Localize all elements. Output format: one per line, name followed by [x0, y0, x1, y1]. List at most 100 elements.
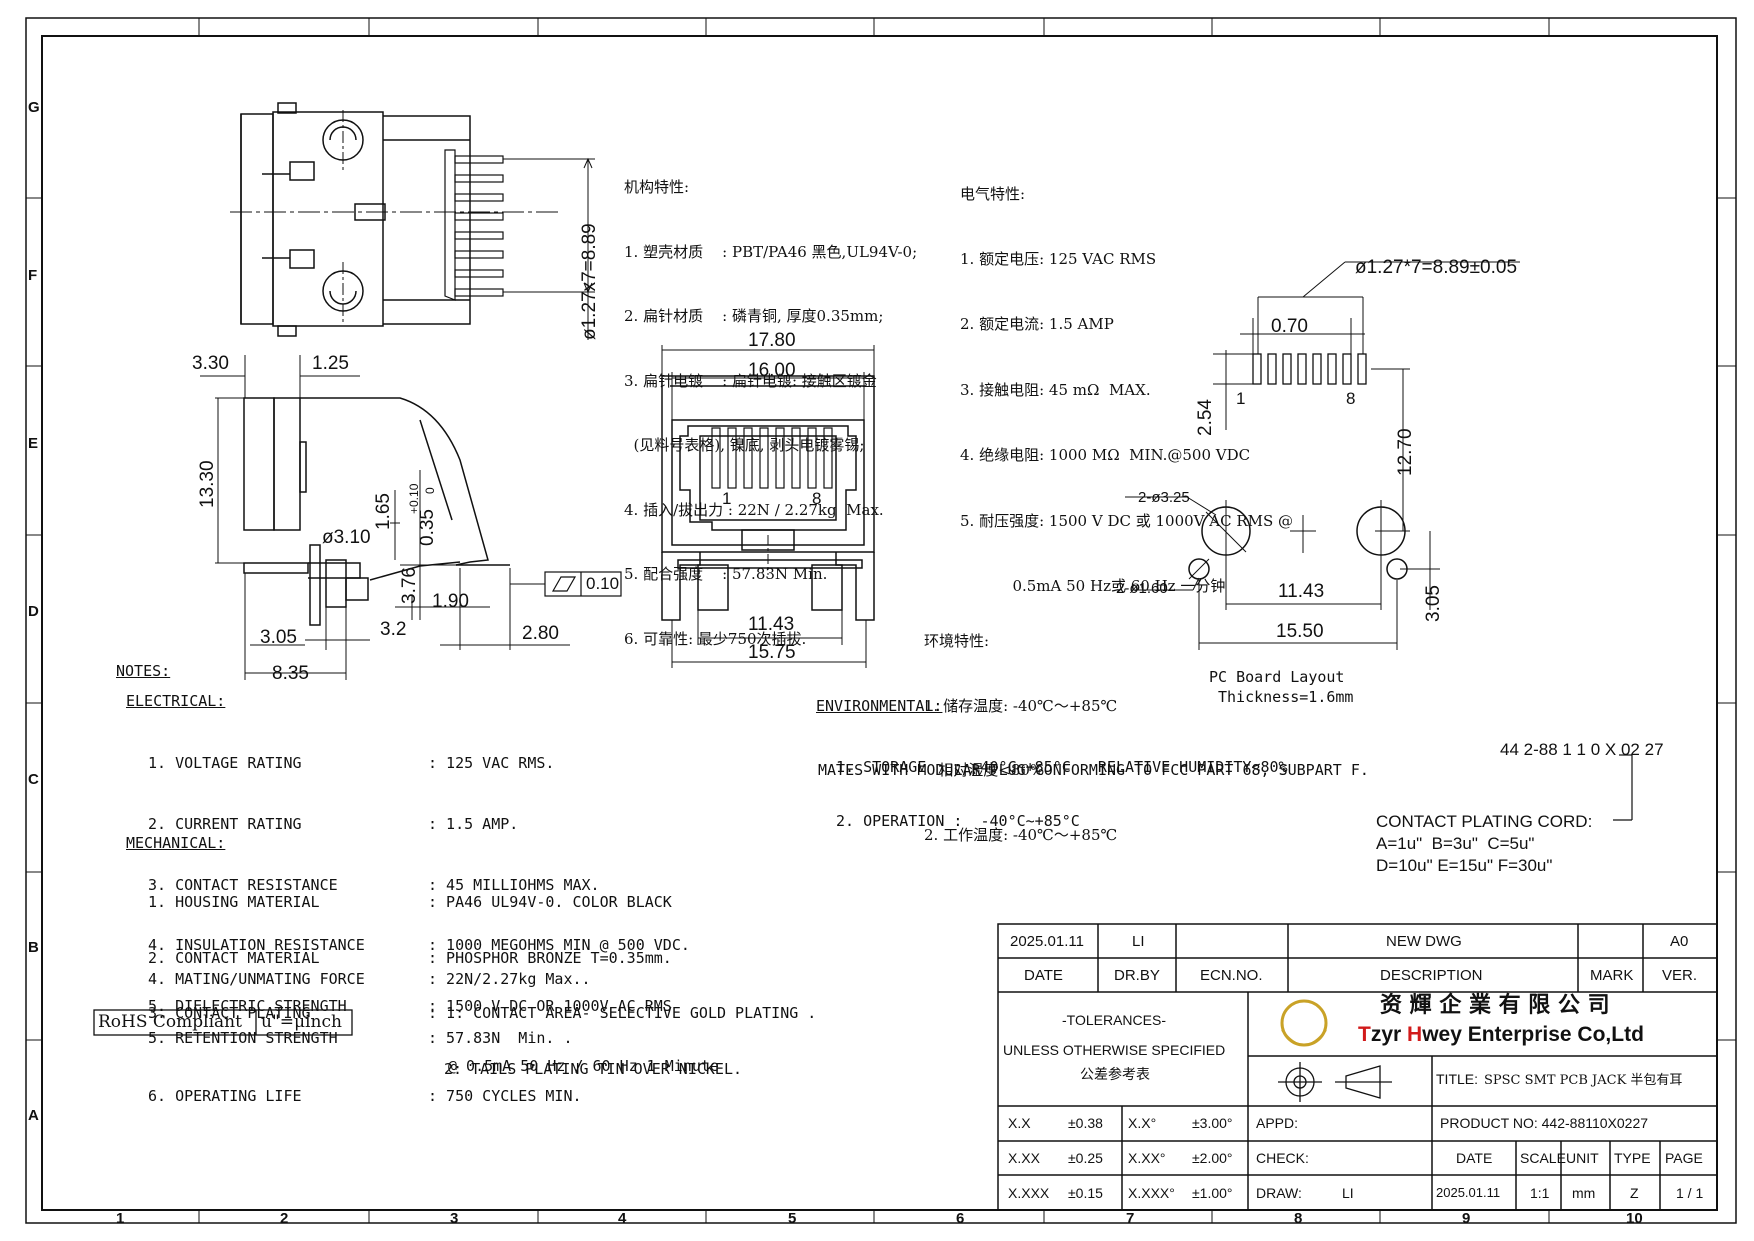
rev-date: 2025.01.11 [1010, 933, 1084, 950]
tol-row-2-c: X.XX° [1128, 1150, 1166, 1166]
footer-unit-value: mm [1572, 1185, 1596, 1201]
col-label-10: 10 [1626, 1210, 1643, 1227]
notes-value: : 45 MILLIOHMS MAX. [428, 875, 600, 894]
row-label-d: D [28, 603, 39, 620]
col-label-3: 3 [450, 1210, 459, 1227]
tol-row-3-c: X.XXX° [1128, 1185, 1175, 1201]
dim-1-25: 1.25 [312, 353, 349, 374]
notes-label: 3. CONTACT PLATING [148, 1004, 311, 1022]
tol-row-1-b: ±0.38 [1068, 1115, 1103, 1131]
dim-pcb-12-70: 12.70 [1395, 428, 1416, 476]
notes-electrical-row: @ 0.5mA 50 Hz / 60 Hz 1 Minute [148, 1056, 719, 1076]
notes-label: 3. CONTACT RESISTANCE [148, 875, 338, 894]
cn-env-line: 2. 工作温度: -40℃～+85℃ [924, 825, 1118, 844]
cn-mech-line: 4. 插入/拔出力 : 22N / 2.27kg Max. [624, 500, 884, 519]
env-lines: 1. STORAGE : -40°C~+85°C RELATIVE HUMIDI… [836, 722, 1288, 848]
notes-electrical-title: ELECTRICAL: [126, 692, 226, 710]
tol-title-2: UNLESS OTHERWISE SPECIFIED [1003, 1042, 1226, 1058]
dim-1-90: 1.90 [432, 591, 469, 612]
company-name-en-zyr: zyr [1370, 1023, 1408, 1046]
company-name-en-rest: wey Enterprise Co,Ltd [1422, 1023, 1644, 1046]
dim-pitch-vertical: ø1.27x7=8.89 [579, 223, 600, 340]
dim-8-35: 8.35 [272, 663, 309, 684]
dim-pcb-pitch: ø1.27*7=8.89±0.05 [1355, 257, 1518, 278]
row-label-g: G [28, 99, 40, 116]
cn-mech-line: 2. 扁针材质 : 磷青铜, 厚度0.35mm; [624, 307, 884, 325]
cn-elec-spec: 电气特性: 1. 额定电压: 125 VAC RMS 2. 额定电流: 1.5 … [960, 140, 1293, 620]
front-pin-1: 1 [722, 489, 732, 508]
notes-mechanical-row: 5. RETENTION STRENGTH: 57.83N Min. . [148, 1029, 591, 1049]
tol-row-1-c: X.X° [1128, 1115, 1157, 1131]
part-code: 44 2-88 1 1 0 X 02 27 [1500, 740, 1664, 759]
notes-mechanical: 1. HOUSING MATERIAL : PA46 UL94V-0. COLOR… [148, 856, 816, 1097]
cn-mech-line: 6. 可靠性: 最少750次插拔. [624, 629, 807, 648]
cn-env-spec: 环境特性: 1. 储存温度: -40℃～+85℃ 相对湿度<80% 2. 工作温… [924, 588, 1117, 868]
dim-pcb-3-05: 3.05 [1423, 585, 1444, 622]
uinch-label: u"=μinch [261, 1012, 342, 1032]
notes-electrical-row: 1. VOLTAGE RATING: 125 VAC RMS. [148, 753, 719, 773]
cn-env-line: 环境特性: [924, 632, 990, 650]
footer-unit-label: UNIT [1566, 1150, 1599, 1166]
pcb-layout-title: PC Board Layout [1209, 668, 1345, 686]
notes-label: 4. MATING/UNMATING FORCE [148, 970, 365, 988]
cn-mech-line: 机构特性: [624, 178, 690, 196]
dim-1-65: 1.65 [373, 493, 394, 530]
dim-pcb-hole-3-25: 2-ø3.25 [1138, 489, 1190, 506]
notes-value: : 750 CYCLES MIN. [428, 1087, 582, 1105]
hdr-mark: MARK [1590, 967, 1634, 984]
hdr-ver: VER. [1662, 967, 1698, 984]
col-label-8: 8 [1294, 1210, 1303, 1227]
plating-line-2: D=10u" E=15u" F=30u" [1376, 856, 1553, 875]
tol-row-1-a: X.X [1008, 1115, 1031, 1131]
col-label-9: 9 [1462, 1210, 1471, 1227]
dim-pcb-11-43: 11.43 [1278, 581, 1325, 602]
dim-3-2: 3.2 [380, 619, 407, 640]
plating-title: CONTACT PLATING CORD: [1376, 812, 1593, 831]
row-label-b: B [28, 939, 39, 956]
notes-title: NOTES: [116, 662, 171, 680]
notes-label: 1. HOUSING MATERIAL [148, 893, 320, 911]
dim-dia-3-10: ø3.10 [322, 527, 371, 548]
plating-line-1: A=1u" B=3u" C=5u" [1376, 834, 1535, 853]
notes-label: 4. INSULATION RESISTANCE [148, 936, 365, 955]
sheet-frame [25, 17, 1737, 1224]
rohs-label: RoHS Compliant [98, 1012, 242, 1032]
pcb-pin-1: 1 [1236, 389, 1246, 408]
notes-electrical-row: 4. INSULATION RESISTANCE: 1000 MEGOHMS M… [148, 935, 719, 955]
rev-ver: A0 [1670, 933, 1689, 950]
notes-label: 5. RETENTION STRENGTH [148, 1028, 338, 1047]
col-label-7: 7 [1126, 1210, 1135, 1227]
notes-mechanical-2: 4. MATING/UNMATING FORCE: 22N/2.27kg Max… [148, 931, 591, 1126]
dim-0-35: 0.35 [417, 509, 438, 546]
product-no: PRODUCT NO: 442-88110X0227 [1440, 1115, 1649, 1131]
env-line: 1. STORAGE : -40°C~+85°C RELATIVE HUMIDI… [836, 758, 1288, 776]
dim-13-30: 13.30 [197, 460, 218, 508]
notes-value: : 125 VAC RMS. [428, 754, 555, 773]
notes-mechanical-row: 1. HOUSING MATERIAL : PA46 UL94V-0. COLOR… [148, 893, 816, 912]
check-label: CHECK: [1256, 1150, 1309, 1166]
front-pin-8: 8 [812, 489, 822, 508]
hdr-desc: DESCRIPTION [1380, 967, 1483, 984]
notes-value: : PA46 UL94V-0. COLOR BLACK [428, 893, 672, 911]
tol-row-3-b: ±0.15 [1068, 1185, 1103, 1201]
rev-desc: NEW DWG [1386, 933, 1462, 950]
footer-page-label: PAGE [1665, 1150, 1703, 1166]
notes-value: @ 0.5mA 50 Hz / 60 Hz 1 Minute [448, 1057, 719, 1076]
env-mates: MATES WITH MODULAR PLUG CONFORMING TO FC… [818, 761, 1369, 779]
cn-env-line: 相对湿度<80% [924, 761, 1045, 779]
notes-label: 5. DIELECTRIC STRENGTH [148, 996, 347, 1015]
notes-value: : 1.5 AMP. [428, 815, 519, 834]
cn-elec-line: 3. 接触电阻: 45 mΩ MAX. [960, 380, 1151, 399]
projection-symbol [1278, 1062, 1392, 1102]
notes-value: : PHOSPHOR BRONZE T=0.35mm. [428, 948, 672, 967]
company-logo [1280, 999, 1328, 1047]
dim-pcb-hole-1-60: 2-ø1.60 [1116, 580, 1168, 597]
row-label-e: E [28, 435, 39, 452]
cn-env-line: 1. 储存温度: -40℃～+85℃ [924, 696, 1118, 715]
notes-value: : 1500 V DC OR 1000V AC RMS [428, 996, 672, 1015]
cn-elec-line: 1. 额定电压: 125 VAC RMS [960, 249, 1157, 268]
cn-mech-line: 5. 配合强度 : 57.83N Min. [624, 565, 828, 583]
notes-mechanical-row: 3. CONTACT PLATING: 1: CONTACT AREA- SEL… [148, 1004, 816, 1023]
notes-value: 2: TAILS PLATING TIN OVER NICKEL. [444, 1059, 743, 1078]
